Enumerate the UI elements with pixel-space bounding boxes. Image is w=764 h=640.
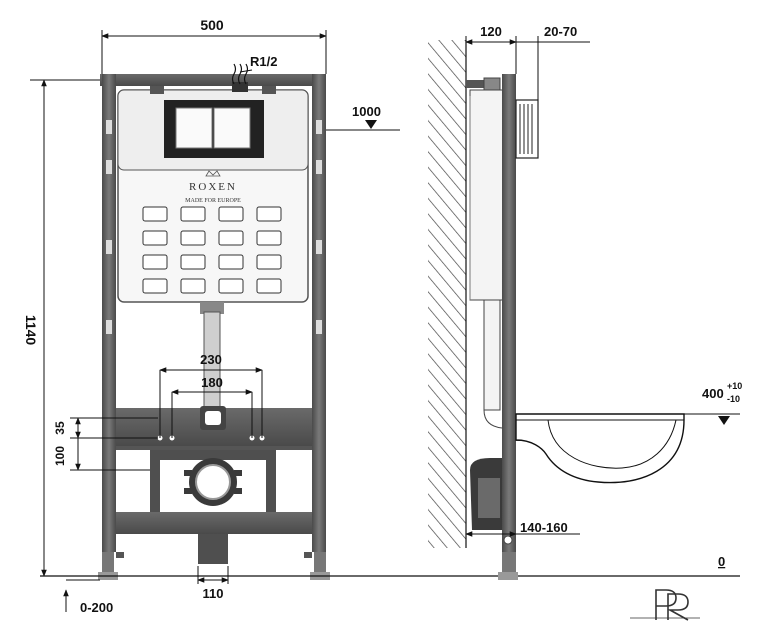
dim-frame-width: 500: [200, 17, 224, 33]
side-view: [428, 40, 685, 580]
side-post: [502, 74, 516, 552]
dim-floor-level: 0: [718, 554, 725, 569]
brand-crown-icon: [205, 170, 221, 177]
right-post: [312, 74, 326, 552]
right-foot: [314, 552, 326, 574]
dim-drain-depth: 140-160: [520, 520, 568, 535]
wall-hatch: [428, 40, 466, 548]
dim-offset-35: 35: [53, 421, 67, 435]
brand-tagline: MADE FOR EUROPE: [185, 198, 241, 204]
flush-button-right: [213, 107, 251, 149]
flush-button-side: [515, 99, 539, 159]
dim-drain-width: 110: [203, 586, 224, 601]
dim-bowl-tol-plus: +10: [727, 381, 742, 391]
dim-bolt-inner: 180: [201, 375, 223, 390]
flush-button-left: [175, 107, 213, 149]
side-dimensions: [465, 36, 740, 537]
cistern-side: [469, 89, 505, 301]
dim-offset-100: 100: [53, 446, 67, 466]
top-rail: [100, 74, 326, 86]
level-marker-400: [718, 416, 730, 425]
dim-water-inlet: R1/2: [250, 54, 277, 69]
front-view: ROXEN MADE FOR EUROPE: [40, 63, 740, 580]
inlet-valve: [232, 82, 248, 92]
pr-logo: [630, 589, 700, 621]
flush-pipe: [200, 302, 224, 314]
level-marker-1000: [365, 120, 377, 129]
toilet-bowl: [515, 413, 685, 484]
drain-outlet: [184, 458, 242, 506]
dim-wall-depth: 120: [480, 24, 502, 39]
dim-bowl-tol-minus: -10: [727, 394, 740, 404]
dim-bolt-outer: 230: [200, 352, 222, 367]
drain-pipe: [198, 534, 228, 564]
brand-name: ROXEN: [189, 181, 237, 193]
dim-foot-adjust: 0-200: [80, 600, 113, 615]
dim-flush-height: 1000: [352, 104, 381, 119]
left-post: [102, 74, 116, 552]
dim-button-depth: 20-70: [544, 24, 577, 39]
dim-frame-height: 1140: [23, 315, 39, 346]
dim-bowl-height: 400: [702, 386, 724, 401]
front-dimensions: [30, 30, 400, 612]
cistern-grid: [142, 206, 282, 294]
left-foot: [102, 552, 114, 574]
